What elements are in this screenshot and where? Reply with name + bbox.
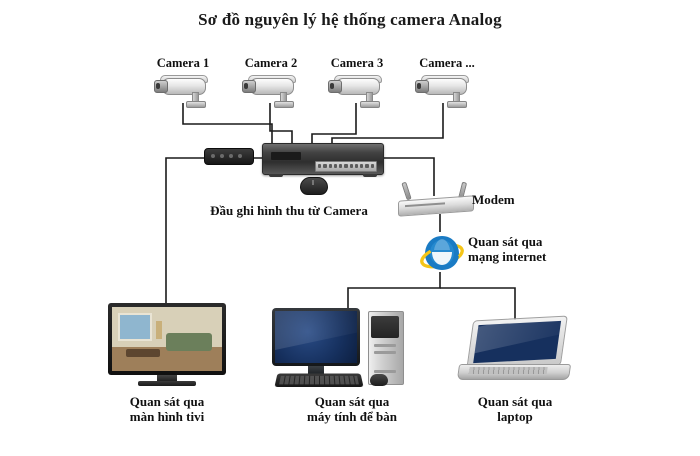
page-title: Sơ đồ nguyên lý hệ thống camera Analog <box>198 10 502 29</box>
camera-lens-icon <box>242 80 256 93</box>
camera-n <box>409 72 479 118</box>
dvr-foot-icon <box>269 174 283 177</box>
tv-label: Quan sát qua màn hình tivi <box>129 394 205 424</box>
camera-3-label: Camera 3 <box>330 56 384 70</box>
dvr-buttons-icon <box>318 164 374 169</box>
modem-router <box>398 181 474 217</box>
camera-body-icon <box>162 78 206 95</box>
camera-base-icon <box>186 101 206 108</box>
camera-2-label: Camera 2 <box>244 56 298 70</box>
camera-3 <box>322 72 392 118</box>
laptop-label: Quan sát qua laptop <box>477 394 553 424</box>
camera-lens-icon <box>328 80 342 93</box>
camera-lens-icon <box>415 80 429 93</box>
desktop-monitor <box>272 308 360 384</box>
tv-screen-icon <box>112 307 222 371</box>
internet-label: Quan sát qua mạng internet <box>468 234 547 264</box>
dvr-foot-icon <box>363 174 377 177</box>
internet-explorer-icon <box>420 230 464 272</box>
camera-body-icon <box>250 78 294 95</box>
camera-1 <box>148 72 218 118</box>
dvr-display-icon <box>271 152 301 160</box>
modem-label: Modem <box>472 192 515 207</box>
camera-base-icon <box>360 101 380 108</box>
camera-body-icon <box>423 78 467 95</box>
camera-1-label: Camera 1 <box>156 56 210 70</box>
monitor-screen-icon <box>275 311 357 363</box>
monitor-neck-icon <box>308 366 324 375</box>
remote-control-icon <box>204 148 254 165</box>
dvr-label: Đầu ghi hình thu từ Camera <box>210 203 368 218</box>
laptop-keyboard-icon <box>468 367 548 374</box>
desktop-tower-icon <box>368 311 404 385</box>
laptop-lid-icon <box>466 315 568 371</box>
tv-stand-icon <box>157 375 177 381</box>
dvr-mouse-icon <box>300 177 328 195</box>
laptop-base-icon <box>456 364 572 380</box>
desktop-label: Quan sát qua máy tính để bàn <box>307 394 397 424</box>
dvr-recorder <box>262 143 384 177</box>
tv-base-icon <box>138 381 196 386</box>
pc-mouse-icon <box>370 374 388 386</box>
camera-n-label: Camera ... <box>419 56 475 70</box>
camera-base-icon <box>274 101 294 108</box>
tv-display <box>108 303 226 386</box>
antenna-icon <box>401 181 412 201</box>
camera-base-icon <box>447 101 467 108</box>
laptop-screen-icon <box>473 320 562 364</box>
camera-2 <box>236 72 306 118</box>
camera-body-icon <box>336 78 380 95</box>
keyboard-icon <box>274 373 364 388</box>
laptop-device <box>456 315 572 384</box>
camera-lens-icon <box>154 80 168 93</box>
dvr-button-panel-icon <box>315 161 377 172</box>
